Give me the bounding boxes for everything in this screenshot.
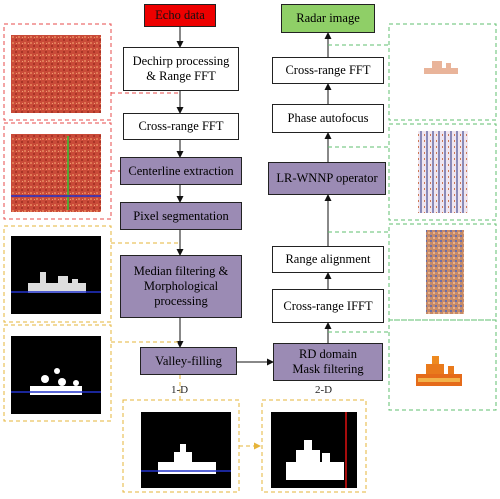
cross-range-ifft-box: Cross-range IFFT xyxy=(272,289,384,323)
cross-range-ifft-label: Cross-range IFFT xyxy=(283,298,373,313)
radar-image-label: Radar image xyxy=(296,11,360,25)
echo-data-box: Echo data xyxy=(144,4,216,27)
centerline-box: Centerline extraction xyxy=(120,157,242,185)
dechirp-label-line2: & Range FFT xyxy=(146,69,216,83)
thumb-valley-1d xyxy=(141,412,231,488)
frame-alignment xyxy=(388,223,497,321)
frame-mask-2d xyxy=(261,399,367,493)
dechirp-label-line1: Dechirp processing xyxy=(132,54,230,68)
cross-range-fft-left-box: Cross-range FFT xyxy=(123,113,239,140)
radar-image-box: Radar image xyxy=(281,4,375,33)
range-alignment-box: Range alignment xyxy=(272,246,384,273)
lr-wnnp-label: LR-WNNP operator xyxy=(276,171,378,185)
thumb-final-image xyxy=(424,61,458,74)
cross-range-fft-right-label: Cross-range FFT xyxy=(285,63,371,77)
thumb-rd xyxy=(416,356,462,386)
frame-final-image xyxy=(388,23,497,121)
range-alignment-label: Range alignment xyxy=(285,252,371,266)
frame-morphology xyxy=(3,324,112,422)
thumb-mask-2d xyxy=(271,412,357,488)
centerline-label: Centerline extraction xyxy=(128,163,234,178)
thumb-autofocus xyxy=(418,131,468,213)
thumb-segmentation xyxy=(11,236,101,314)
thumb-centerline xyxy=(11,134,101,212)
median-label-line1: Median filtering & xyxy=(133,264,229,278)
lr-wnnp-box: LR-WNNP operator xyxy=(268,162,386,195)
median-label-line3: processing xyxy=(154,294,208,308)
valley-label: Valley-filling xyxy=(155,353,222,368)
label-1d: 1-D xyxy=(171,384,189,396)
rd-label-line1: RD domain xyxy=(299,347,357,361)
phase-autofocus-box: Phase autofocus xyxy=(272,104,384,133)
thumb-morphology xyxy=(11,336,101,414)
frame-echo-fft xyxy=(3,23,112,121)
cross-range-fft-right-box: Cross-range FFT xyxy=(272,57,384,84)
rd-mask-box: RD domain Mask filtering xyxy=(273,343,383,381)
label-2d: 2-D xyxy=(315,384,333,396)
thumb-echo-fft xyxy=(11,35,101,113)
frame-autofocus xyxy=(388,123,497,221)
median-box: Median filtering & Morphological process… xyxy=(120,255,242,318)
echo-data-label: Echo data xyxy=(155,8,205,22)
cross-range-fft-left-label: Cross-range FFT xyxy=(138,119,224,133)
frame-segmentation xyxy=(3,225,112,323)
dechirp-box: Dechirp processing & Range FFT xyxy=(123,47,239,91)
pixel-seg-box: Pixel segmentation xyxy=(120,202,242,230)
phase-autofocus-label: Phase autofocus xyxy=(287,111,369,125)
valley-box: Valley-filling xyxy=(140,347,237,375)
median-label-line2: Morphological xyxy=(143,279,219,293)
pixel-seg-label: Pixel segmentation xyxy=(133,208,229,223)
thumb-alignment xyxy=(426,230,464,314)
rd-label-line2: Mask filtering xyxy=(292,362,364,376)
